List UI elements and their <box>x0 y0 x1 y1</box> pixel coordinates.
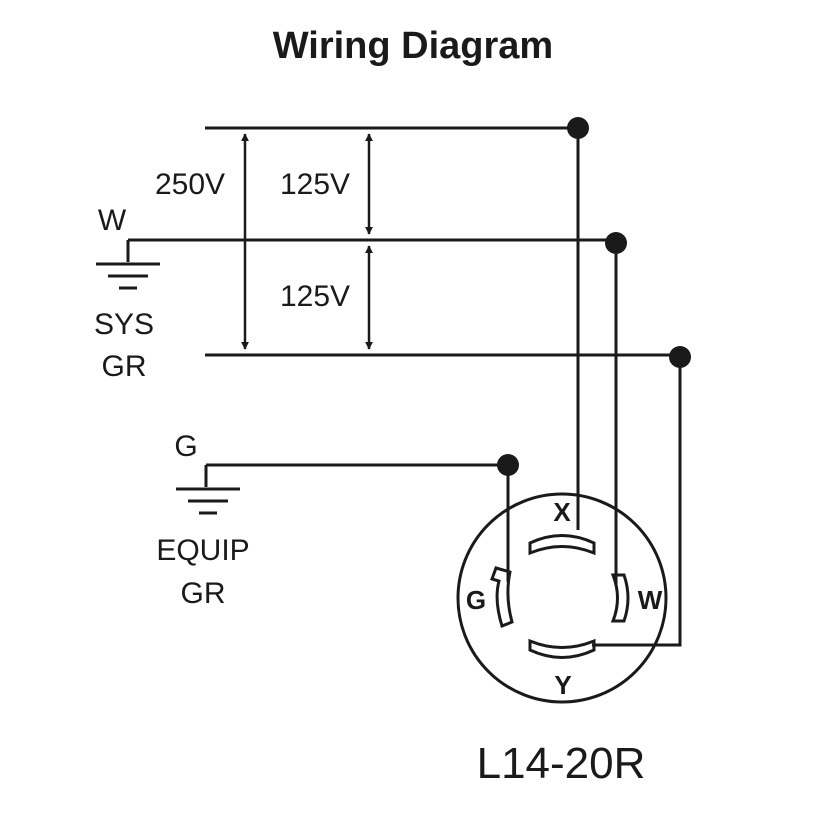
receptacle-model-label: L14-20R <box>477 739 646 788</box>
system-ground-label-line2: GR <box>102 350 147 383</box>
diagram-title: Wiring Diagram <box>273 25 553 67</box>
supply-lines <box>128 126 680 467</box>
slot-x-icon <box>528 534 596 556</box>
drop-wire-y <box>592 357 682 647</box>
slot-g-icon <box>490 566 514 628</box>
equipment-ground-label-line2: GR <box>181 577 226 610</box>
terminal-dots <box>497 117 691 476</box>
voltage-label-250v: 250V <box>155 168 225 201</box>
equipment-ground-icon <box>176 465 240 515</box>
system-ground-label-line1: SYS <box>94 308 154 341</box>
drop-wires <box>506 128 682 647</box>
voltage-label-125v-lower: 125V <box>280 280 350 313</box>
pin-label-x: X <box>553 497 571 527</box>
neutral-label: W <box>98 204 127 237</box>
pin-label-g: G <box>466 585 486 615</box>
pin-label-w: W <box>638 585 663 615</box>
equipment-label: G <box>174 430 197 463</box>
equipment-ground-label-line1: EQUIP <box>156 534 249 567</box>
system-ground-icon <box>96 240 160 290</box>
slot-y-icon <box>528 638 596 659</box>
receptacle-face: X W Y G <box>456 492 668 704</box>
receptacle-outline <box>456 492 668 704</box>
voltage-arrows <box>241 133 373 350</box>
slot-w-icon <box>610 573 630 623</box>
pin-label-y: Y <box>554 670 571 700</box>
voltage-label-125v-upper: 125V <box>280 168 350 201</box>
